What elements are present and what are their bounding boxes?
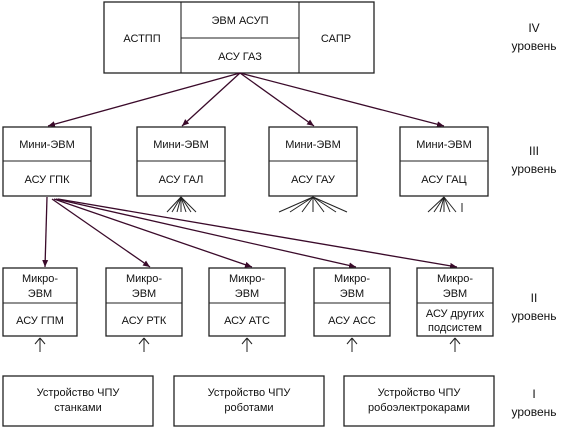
incoming-ticks-gal (166, 196, 197, 213)
mikro-label: Микро- (126, 273, 162, 285)
asu-gau-label: АСУ ГАУ (291, 174, 336, 186)
arrow-to-other (57, 198, 458, 269)
level-2-box-gpm: Микро- ЭВМ АСУ ГПМ (2, 267, 78, 337)
level-3-box-gac: Мини-ЭВМ АСУ ГАЦ (399, 126, 489, 197)
level-4-block: АСТПП ЭВМ АСУП АСУ ГАЗ САПР (103, 1, 375, 74)
asu-ass-label: АСУ АСС (328, 315, 376, 327)
arrows-level-4-to-3 (47, 72, 445, 128)
arrow-to-ats (53, 198, 253, 268)
mikro-label: Микро- (229, 273, 265, 285)
asu-gpk-label: АСУ ГПК (25, 174, 71, 186)
arrow-to-gal (181, 72, 241, 127)
level-1-box-robots: Устройство ЧПУ роботами (173, 375, 325, 427)
incoming-ticks-gau (278, 196, 348, 213)
level-4-word: уровень (511, 39, 556, 53)
level-1-box-machines: Устройство ЧПУ станками (2, 375, 154, 427)
level-2-box-rtk: Микро- ЭВМ АСУ РТК (105, 267, 183, 337)
level-3-word: уровень (511, 162, 556, 176)
mikro-label: Микро- (22, 273, 58, 285)
arrow-to-rtk (51, 198, 151, 268)
level-4-number: IV (528, 21, 539, 35)
level-2-box-other: Микро- ЭВМ АСУ других подсистем (416, 267, 494, 337)
mini-evm-label: Мини-ЭВМ (416, 139, 472, 151)
cnc-device-label: Устройство ЧПУ (378, 387, 462, 399)
level-1-box-robocars: Устройство ЧПУ робоэлектрокарами (343, 375, 495, 427)
level-2-box-ats: Микро- ЭВМ АСУ АТС (208, 267, 286, 337)
mini-evm-label: Мини-ЭВМ (153, 139, 209, 151)
evm-label: ЭВМ (28, 288, 52, 300)
evm-label: ЭВМ (443, 288, 467, 300)
robots-label: роботами (224, 402, 273, 414)
asu-gaz-label: АСУ ГАЗ (218, 51, 262, 63)
mikro-label: Микро- (334, 273, 370, 285)
level-3-box-gal: Мини-ЭВМ АСУ ГАЛ (136, 126, 226, 197)
mikro-label: Микро- (437, 273, 473, 285)
asu-gpm-label: АСУ ГПМ (16, 315, 64, 327)
evm-asup-label: ЭВМ АСУП (211, 15, 268, 27)
level-2-number: II (531, 291, 538, 305)
mini-evm-label: Мини-ЭВМ (285, 139, 341, 151)
level-3-number: III (529, 144, 539, 158)
level-1-number: I (532, 387, 535, 401)
robocars-label: робоэлектрокарами (368, 402, 470, 414)
machines-label: станками (54, 402, 102, 414)
asu-gac-label: АСУ ГАЦ (421, 174, 466, 186)
level-2-word: уровень (511, 309, 556, 323)
arrow-to-gac (239, 72, 445, 128)
subsystems-label: подсистем (428, 322, 482, 334)
asu-gal-label: АСУ ГАЛ (159, 174, 204, 186)
asu-other-label: АСУ других (426, 308, 485, 320)
arrow-to-ass (55, 198, 357, 269)
cnc-device-label: Устройство ЧПУ (208, 387, 292, 399)
sapr-label: САПР (321, 33, 351, 45)
evm-label: ЭВМ (235, 288, 259, 300)
level-3-box-gpk: Мини-ЭВМ АСУ ГПК (2, 126, 92, 197)
evm-label: ЭВМ (340, 288, 364, 300)
evm-label: ЭВМ (132, 288, 156, 300)
incoming-arrows-level-2 (34, 337, 461, 352)
level-3-box-gau: Мини-ЭВМ АСУ ГАУ (268, 126, 358, 197)
cnc-device-label: Устройство ЧПУ (37, 387, 121, 399)
level-1-word: уровень (511, 405, 556, 419)
arrow-to-gau (239, 72, 315, 127)
arrows-level-3-to-2 (42, 196, 458, 269)
arrow-to-gpm (42, 196, 49, 268)
astpp-label: АСТПП (123, 33, 160, 45)
asu-ats-label: АСУ АТС (224, 315, 270, 327)
incoming-ticks-gac (427, 196, 463, 213)
mini-evm-label: Мини-ЭВМ (19, 139, 75, 151)
arrow-to-gpk (47, 72, 241, 128)
asu-rtk-label: АСУ РТК (122, 315, 167, 327)
level-2-box-ass: Микро- ЭВМ АСУ АСС (313, 267, 391, 337)
